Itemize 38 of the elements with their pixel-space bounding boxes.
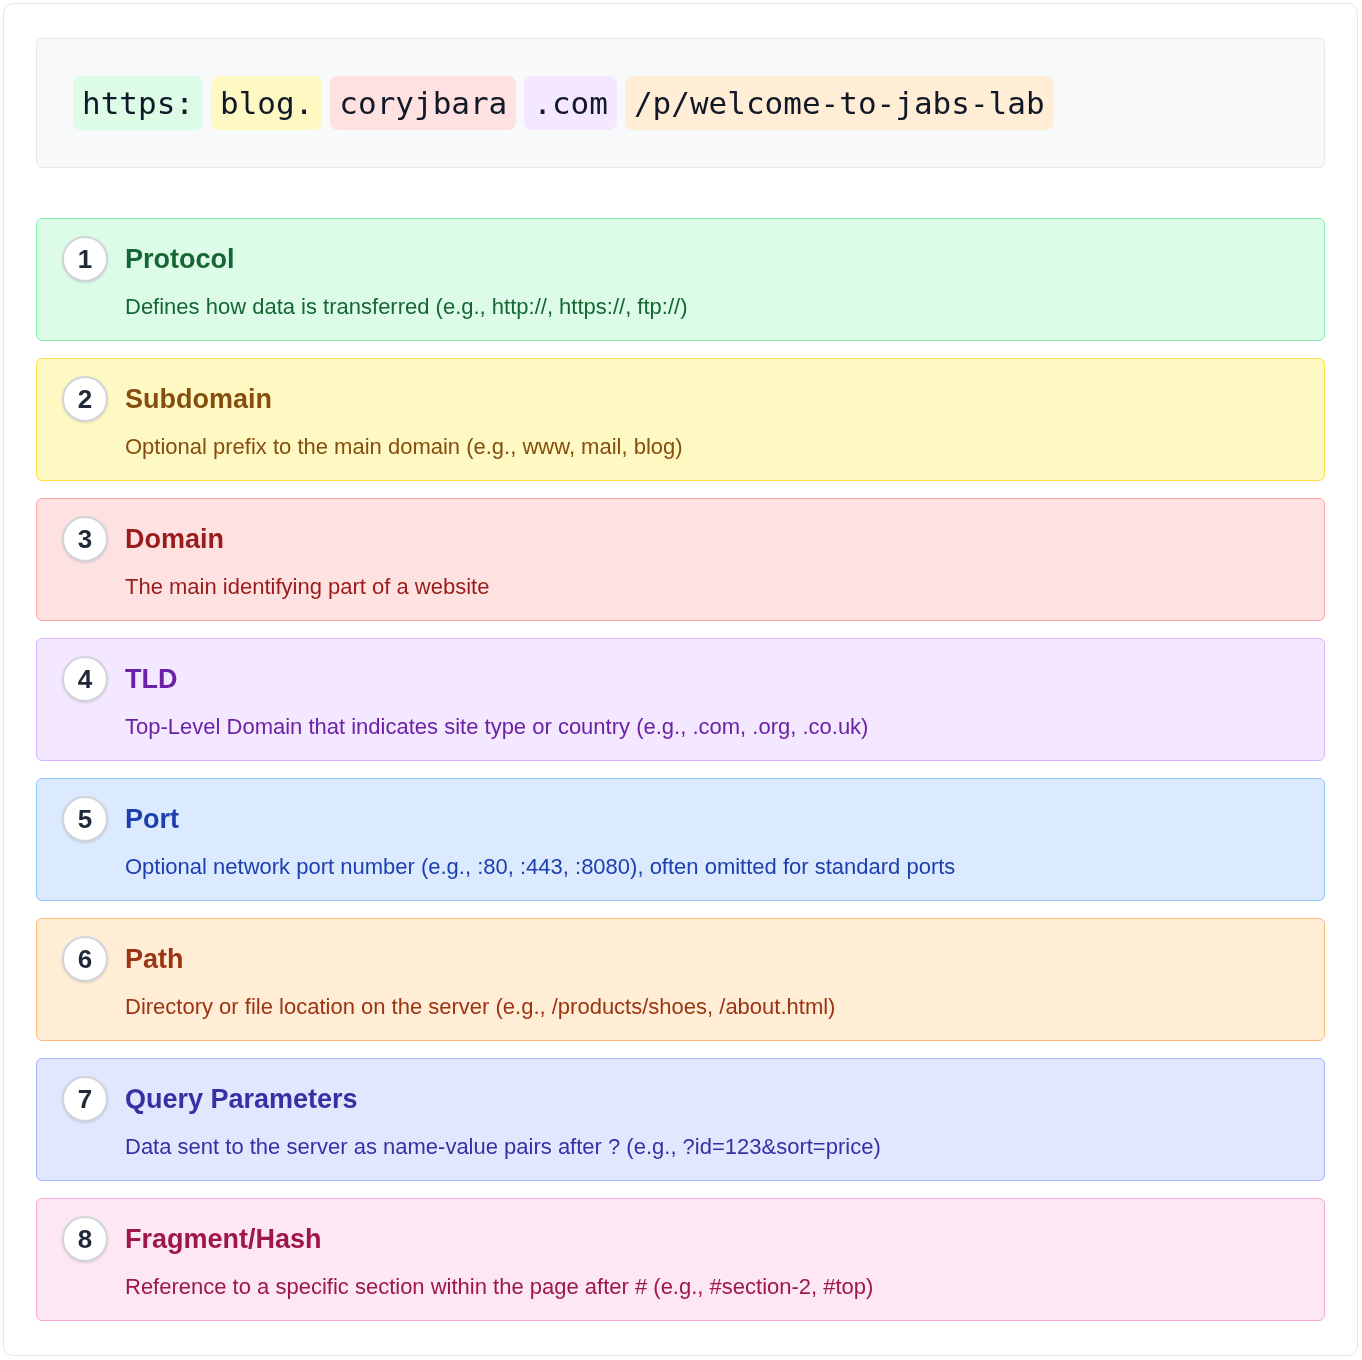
step-number: 1 — [62, 236, 108, 282]
url-panel — [36, 38, 1325, 168]
info-card — [36, 638, 1325, 761]
card-title: Subdomain — [125, 383, 272, 416]
info-card — [36, 1198, 1325, 1321]
url-segment: coryjbara — [330, 76, 517, 130]
step-number: 6 — [62, 936, 108, 982]
info-card — [36, 218, 1325, 341]
info-card — [36, 918, 1325, 1041]
card-title: Port — [125, 803, 179, 836]
card-description: Top-Level Domain that indicates site type or country (e.g., .com, .org, .co.uk) — [125, 713, 869, 741]
card-description: Reference to a specific section within the page after # (e.g., #section-2, #top) — [125, 1273, 874, 1301]
card-description: The main identifying part of a website — [125, 573, 490, 601]
card-title: Query Parameters — [125, 1083, 358, 1116]
card-description: Directory or file location on the server (e.g., /products/shoes, /about.html) — [125, 993, 836, 1021]
card-title: TLD — [125, 663, 178, 696]
url-segment: /p/welcome-to-jabs-lab — [624, 76, 1054, 130]
card-description: Data sent to the server as name-value pairs after ? (e.g., ?id=123&sort=price) — [125, 1133, 881, 1161]
step-number: 7 — [62, 1076, 108, 1122]
step-number: 5 — [62, 796, 108, 842]
card-title: Path — [125, 943, 184, 976]
card-title: Fragment/Hash — [125, 1223, 322, 1256]
url-segment: .com — [524, 76, 617, 130]
info-card — [36, 498, 1325, 621]
step-number: 4 — [62, 656, 108, 702]
card-description: Optional network port number (e.g., :80, :443, :8080), often omitted for standard ports — [125, 853, 956, 881]
card-description: Optional prefix to the main domain (e.g., www, mail, blog) — [125, 433, 683, 461]
step-number: 8 — [62, 1216, 108, 1262]
info-card — [36, 358, 1325, 481]
info-card — [36, 778, 1325, 901]
step-number: 2 — [62, 376, 108, 422]
card-title: Domain — [125, 523, 224, 556]
info-card — [36, 1058, 1325, 1181]
url-segment: https: — [73, 76, 203, 130]
card-description: Defines how data is transferred (e.g., http://, https://, ftp://) — [125, 293, 688, 321]
url-segment: blog. — [211, 76, 323, 130]
card-title: Protocol — [125, 243, 235, 276]
step-number: 3 — [62, 516, 108, 562]
